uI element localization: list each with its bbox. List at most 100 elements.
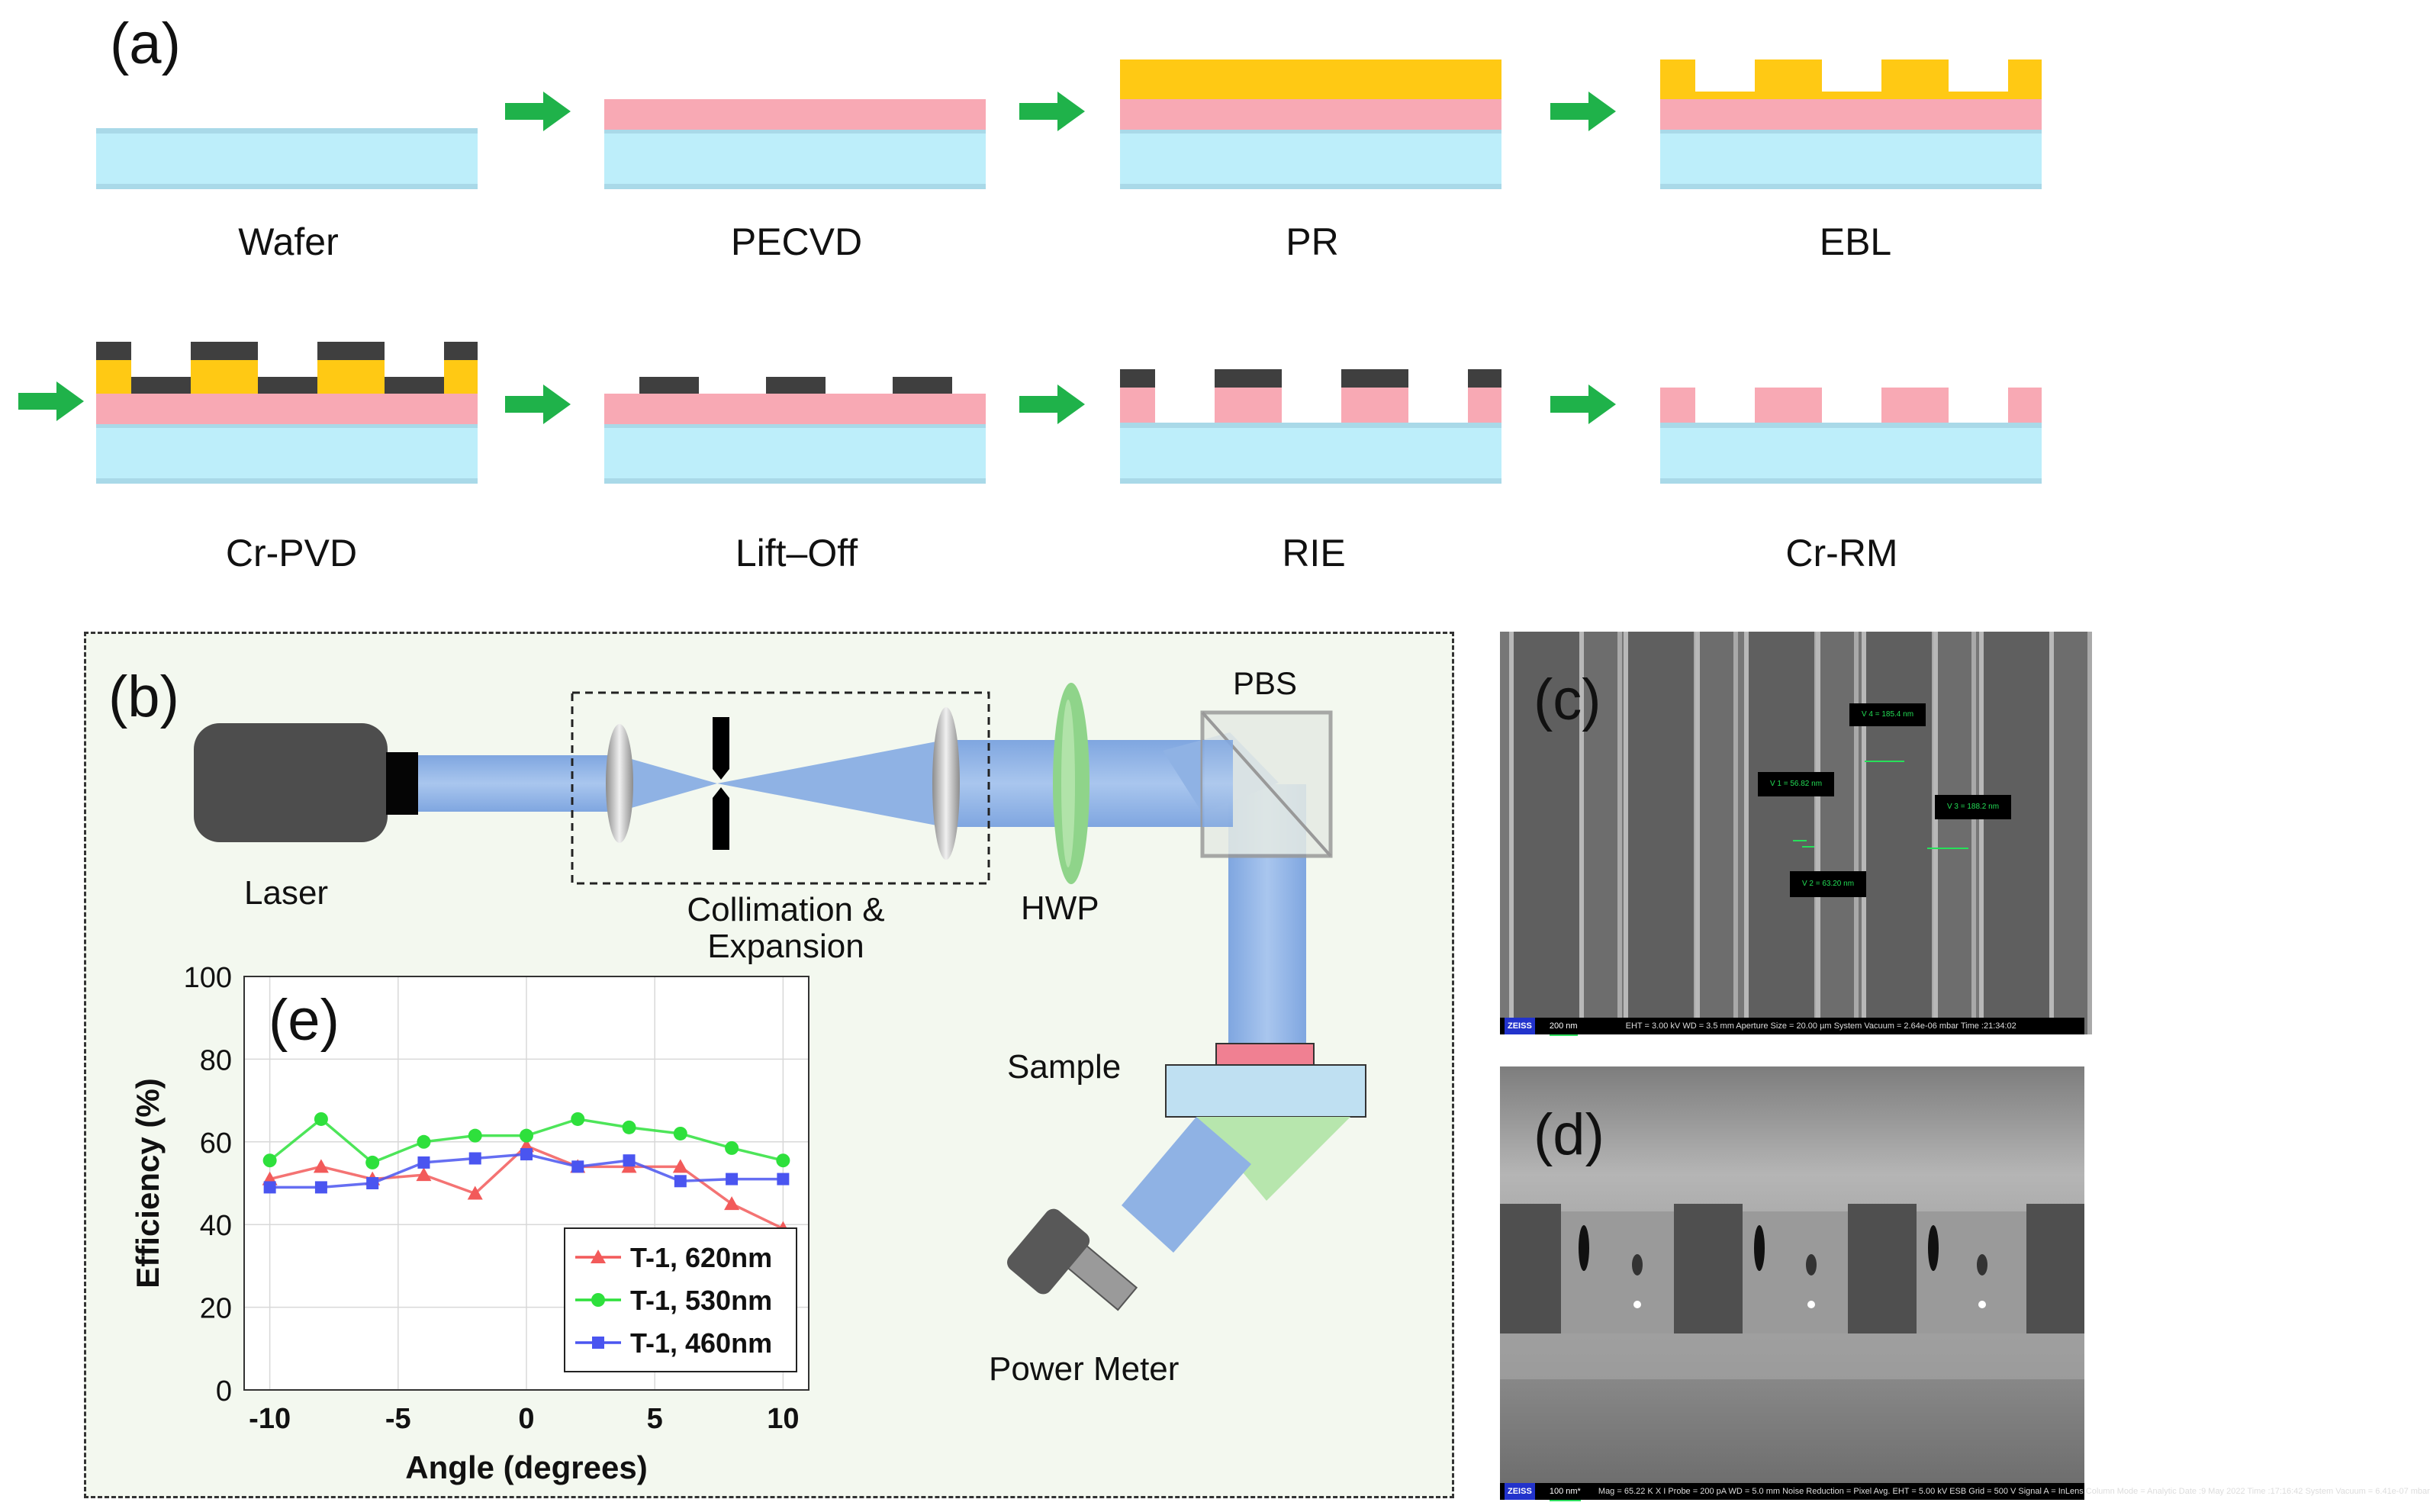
substrate-layer [1660,128,2042,189]
legend-label: T-1, 460nm [630,1327,772,1359]
power-meter-label: Power Meter [989,1350,1180,1388]
step-label-pr: PR [1286,220,1339,263]
panel-d-letter: (d) [1534,1102,1604,1167]
data-point [262,1153,277,1168]
data-point [468,1152,481,1165]
substrate-layer [1120,423,1501,484]
measurement-v2: V 2 = 63.20 nm [1790,871,1866,897]
process-arrow-shaft [1019,103,1059,120]
sem-image-cross-section: (d) ZEISS 100 nm* Mag = 65.22 K X I Prob… [1500,1066,2430,1501]
substrate-bottom-edge [1120,478,1501,484]
process-arrow-shaft [505,396,545,413]
chrome-in-trench [131,377,191,394]
substrate-top-edge [96,423,478,428]
process-arrow-shaft [1019,396,1059,413]
grating-edge-bright [2087,632,2092,1034]
legend-marker [591,1250,606,1263]
pecvd-film [604,394,986,424]
substrate-bottom-edge [96,478,478,484]
y-tick-label: 0 [216,1375,232,1407]
legend-marker [592,1337,604,1349]
process-arrow-head [1588,92,1616,131]
bright-spot [1807,1301,1815,1308]
data-point [520,1128,533,1143]
data-point [314,1181,327,1194]
grating-edge-bright [1695,632,1700,1034]
grating-edge-bright [1862,632,1866,1034]
x-tick-label: 0 [518,1403,534,1435]
chrome-mask [893,377,952,394]
grating-ridge-dark [2026,1204,2084,1333]
etched-film-ridge [1120,388,1155,423]
data-point [416,1167,432,1182]
legend-marker [591,1293,605,1307]
substrate-bottom-edge [604,478,986,484]
y-tick-label: 40 [200,1210,232,1242]
substrate-layer [604,128,986,189]
collimation-label: Collimation & [687,891,885,928]
grating-line [1700,632,1733,1034]
sample-grating [1215,1043,1315,1067]
grating-line [1938,632,1971,1034]
grating-edge-bright [1816,632,1820,1034]
substrate-bottom-edge [96,184,478,189]
grating-line [1628,632,1694,1034]
step-label-wafer: Wafer [238,220,339,263]
patterned-resist [1660,60,1695,93]
sample-substrate [1165,1064,1366,1118]
substrate-layer [1660,423,2042,484]
data-point [417,1156,430,1169]
substrate-top-edge [96,128,478,134]
legend-label: T-1, 620nm [630,1242,772,1273]
x-tick-label: 10 [767,1403,799,1435]
data-point [314,1111,328,1126]
data-point [725,1140,739,1155]
step-label-rie: RIE [1282,532,1346,574]
void-dark [1754,1225,1765,1271]
chrome-mask [1341,369,1408,388]
legend-label: T-1, 530nm [630,1285,772,1316]
x-tick-label: 5 [647,1403,663,1435]
final-grating-ridge [1755,388,1822,423]
data-point [366,1177,379,1189]
diffracted-beam [1122,1117,1251,1253]
beam-entering-pbs [1202,740,1233,827]
sem-parameters-d: Mag = 65.22 K X I Probe = 200 pA WD = 5.… [1598,1487,2430,1496]
measurement-v1: V 1 = 56.82 nm [1758,772,1834,796]
grating-edge-bright [1579,632,1584,1034]
data-point [726,1173,739,1185]
void-dark [1928,1225,1939,1271]
patterned-resist [96,359,131,394]
chrome-on-resist [96,342,131,360]
chrome-on-resist [191,342,258,360]
pecvd-film [96,394,478,424]
bright-spot [1978,1301,1986,1308]
sem-image-top-view: V 4 = 185.4 nm V 1 = 56.82 nm V 3 = 188.… [1500,632,2092,1036]
series-1 [262,1111,790,1169]
x-axis-label: Angle (degrees) [405,1449,647,1485]
final-grating-ridge [2008,388,2042,423]
grating-ridge-dark [1674,1204,1743,1333]
data-point [571,1111,585,1126]
series-2 [263,1148,790,1194]
process-arrow-head [543,92,571,131]
data-point [468,1128,482,1143]
laser-label: Laser [244,874,329,912]
void-small [1977,1254,1987,1276]
patterned-resist [2008,60,2042,93]
substrate-top-edge [1120,128,1501,134]
grating-edge-bright [1509,632,1514,1034]
substrate-layer [1120,128,1501,189]
optical-setup-diagram [194,683,1366,1311]
substrate-top-edge [1120,423,1501,428]
power-meter [1007,1208,1138,1311]
chrome-in-trench [385,377,444,394]
pinhole-bottom [713,787,729,850]
pbs-label: PBS [1233,665,1298,701]
y-tick-label: 20 [200,1293,232,1325]
step-label-cr-pvd: Cr-PVD [225,532,358,574]
patterned-resist [191,359,258,394]
data-point [776,1153,790,1168]
bright-spot [1633,1301,1641,1308]
grating-gap [1561,1211,1674,1333]
